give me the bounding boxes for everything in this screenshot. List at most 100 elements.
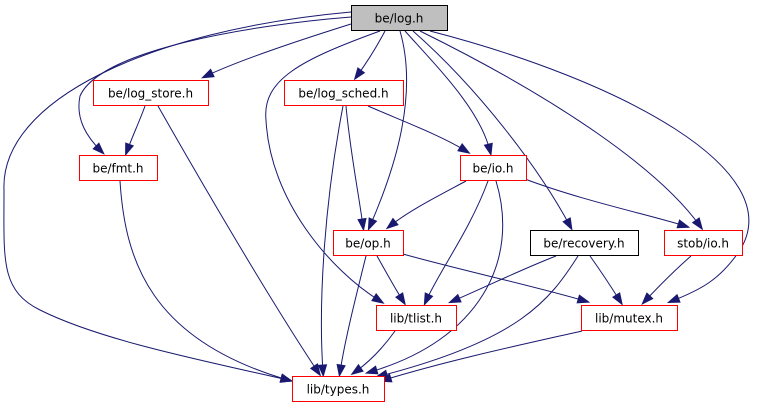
edge-line xyxy=(205,23,352,77)
arrowhead-icon xyxy=(357,217,367,232)
node-log-sched[interactable]: be/log_sched.h xyxy=(284,80,404,106)
edge-log-to-op xyxy=(367,30,407,232)
edge-line xyxy=(644,255,692,302)
edge-io-to-types xyxy=(364,180,504,375)
arrowhead-icon xyxy=(676,219,691,229)
edge-log-to-log_sched xyxy=(353,30,386,81)
node-label: be/log.h xyxy=(375,12,424,26)
arrowhead-icon xyxy=(279,373,294,383)
edge-log_store-to-types xyxy=(157,105,322,377)
edge-line xyxy=(3,11,352,381)
arrowhead-icon xyxy=(562,217,573,231)
arrowhead-icon xyxy=(336,363,346,378)
edge-line xyxy=(425,180,489,302)
edge-log_sched-to-types xyxy=(317,105,344,378)
node-box xyxy=(93,80,209,106)
edge-recovery-to-mutex xyxy=(589,255,623,306)
edge-line xyxy=(157,105,319,373)
edge-line xyxy=(389,180,467,227)
edge-line xyxy=(369,30,407,227)
edge-line xyxy=(589,255,621,302)
node-label: be/fmt.h xyxy=(92,162,143,176)
edge-line xyxy=(369,180,504,373)
arrowhead-icon xyxy=(423,292,434,306)
edge-op-to-types xyxy=(336,255,367,378)
node-op[interactable]: be/op.h xyxy=(333,230,404,256)
node-fmt[interactable]: be/fmt.h xyxy=(79,155,158,181)
edge-log-to-stob_io xyxy=(419,30,704,231)
node-box xyxy=(292,376,385,402)
node-label: be/recovery.h xyxy=(543,237,624,251)
node-box xyxy=(351,5,448,31)
edge-line xyxy=(379,255,579,377)
edge-log-to-tlist xyxy=(265,30,385,304)
edge-line xyxy=(367,105,467,152)
arrowhead-icon xyxy=(364,365,379,375)
edge-io-to-op xyxy=(385,180,467,230)
arrowhead-icon xyxy=(317,364,328,378)
node-box xyxy=(581,305,678,331)
node-box xyxy=(333,230,404,256)
node-label: lib/tlist.h xyxy=(390,312,442,326)
node-log[interactable]: be/log.h xyxy=(351,5,448,31)
edge-log-to-recovery xyxy=(412,30,573,231)
arrowhead-icon xyxy=(483,142,493,157)
arrowhead-icon xyxy=(457,143,471,154)
node-stob-io[interactable]: stob/io.h xyxy=(664,230,743,256)
arrowhead-icon xyxy=(385,217,399,230)
node-box xyxy=(530,230,639,256)
edge-line xyxy=(524,178,686,227)
node-box xyxy=(79,155,158,181)
edge-line xyxy=(345,105,364,227)
arrowhead-icon xyxy=(201,68,215,79)
node-recovery[interactable]: be/recovery.h xyxy=(530,230,639,256)
edge-io-to-tlist xyxy=(423,180,489,306)
edge-line xyxy=(429,30,750,302)
node-mutex[interactable]: lib/mutex.h xyxy=(581,305,678,331)
arrowhead-icon xyxy=(353,67,366,81)
node-tlist[interactable]: lib/tlist.h xyxy=(376,305,457,331)
arrowhead-icon xyxy=(350,363,364,376)
arrowhead-icon xyxy=(576,294,591,304)
node-label: be/op.h xyxy=(345,237,390,251)
edge-line xyxy=(412,30,571,227)
arrowhead-icon xyxy=(395,292,406,306)
arrowhead-icon xyxy=(309,363,322,377)
arrowhead-icon xyxy=(612,292,623,306)
node-label: be/log_sched.h xyxy=(298,87,388,101)
edge-fmt-to-types xyxy=(119,180,294,383)
edge-line xyxy=(339,255,367,373)
arrowhead-icon xyxy=(447,293,462,304)
edge-op-to-mutex xyxy=(402,253,591,304)
arrowhead-icon xyxy=(92,142,105,155)
edge-line xyxy=(383,330,583,381)
edge-recovery-to-tlist xyxy=(447,255,557,304)
edge-log_store-to-fmt xyxy=(125,105,146,157)
edge-line xyxy=(376,255,404,302)
edge-log-to-mutex xyxy=(429,30,750,303)
node-io[interactable]: be/io.h xyxy=(460,155,527,181)
edge-line xyxy=(402,253,586,302)
edge-log-to-log_store xyxy=(201,23,352,79)
arrowhead-icon xyxy=(641,292,654,305)
arrowhead-icon xyxy=(666,293,681,303)
edge-line xyxy=(419,30,701,227)
arrowhead-icon xyxy=(371,293,385,304)
node-label: be/io.h xyxy=(473,162,514,176)
node-types[interactable]: lib/types.h xyxy=(292,376,385,402)
edge-log-to-types xyxy=(3,11,352,383)
edge-line xyxy=(452,255,557,302)
node-label: stob/io.h xyxy=(677,237,729,251)
node-box xyxy=(284,80,404,106)
node-box xyxy=(664,230,743,256)
node-log-store[interactable]: be/log_store.h xyxy=(93,80,209,106)
arrowhead-icon xyxy=(125,142,135,157)
arrowhead-icon xyxy=(691,217,704,231)
node-box xyxy=(376,305,457,331)
edge-stob_io-to-mutex xyxy=(641,255,692,305)
node-label: be/log_store.h xyxy=(108,87,193,101)
edge-log_sched-to-op xyxy=(345,105,367,232)
edge-tlist-to-types xyxy=(350,330,396,376)
edge-line xyxy=(404,30,491,152)
edge-line xyxy=(265,30,381,302)
